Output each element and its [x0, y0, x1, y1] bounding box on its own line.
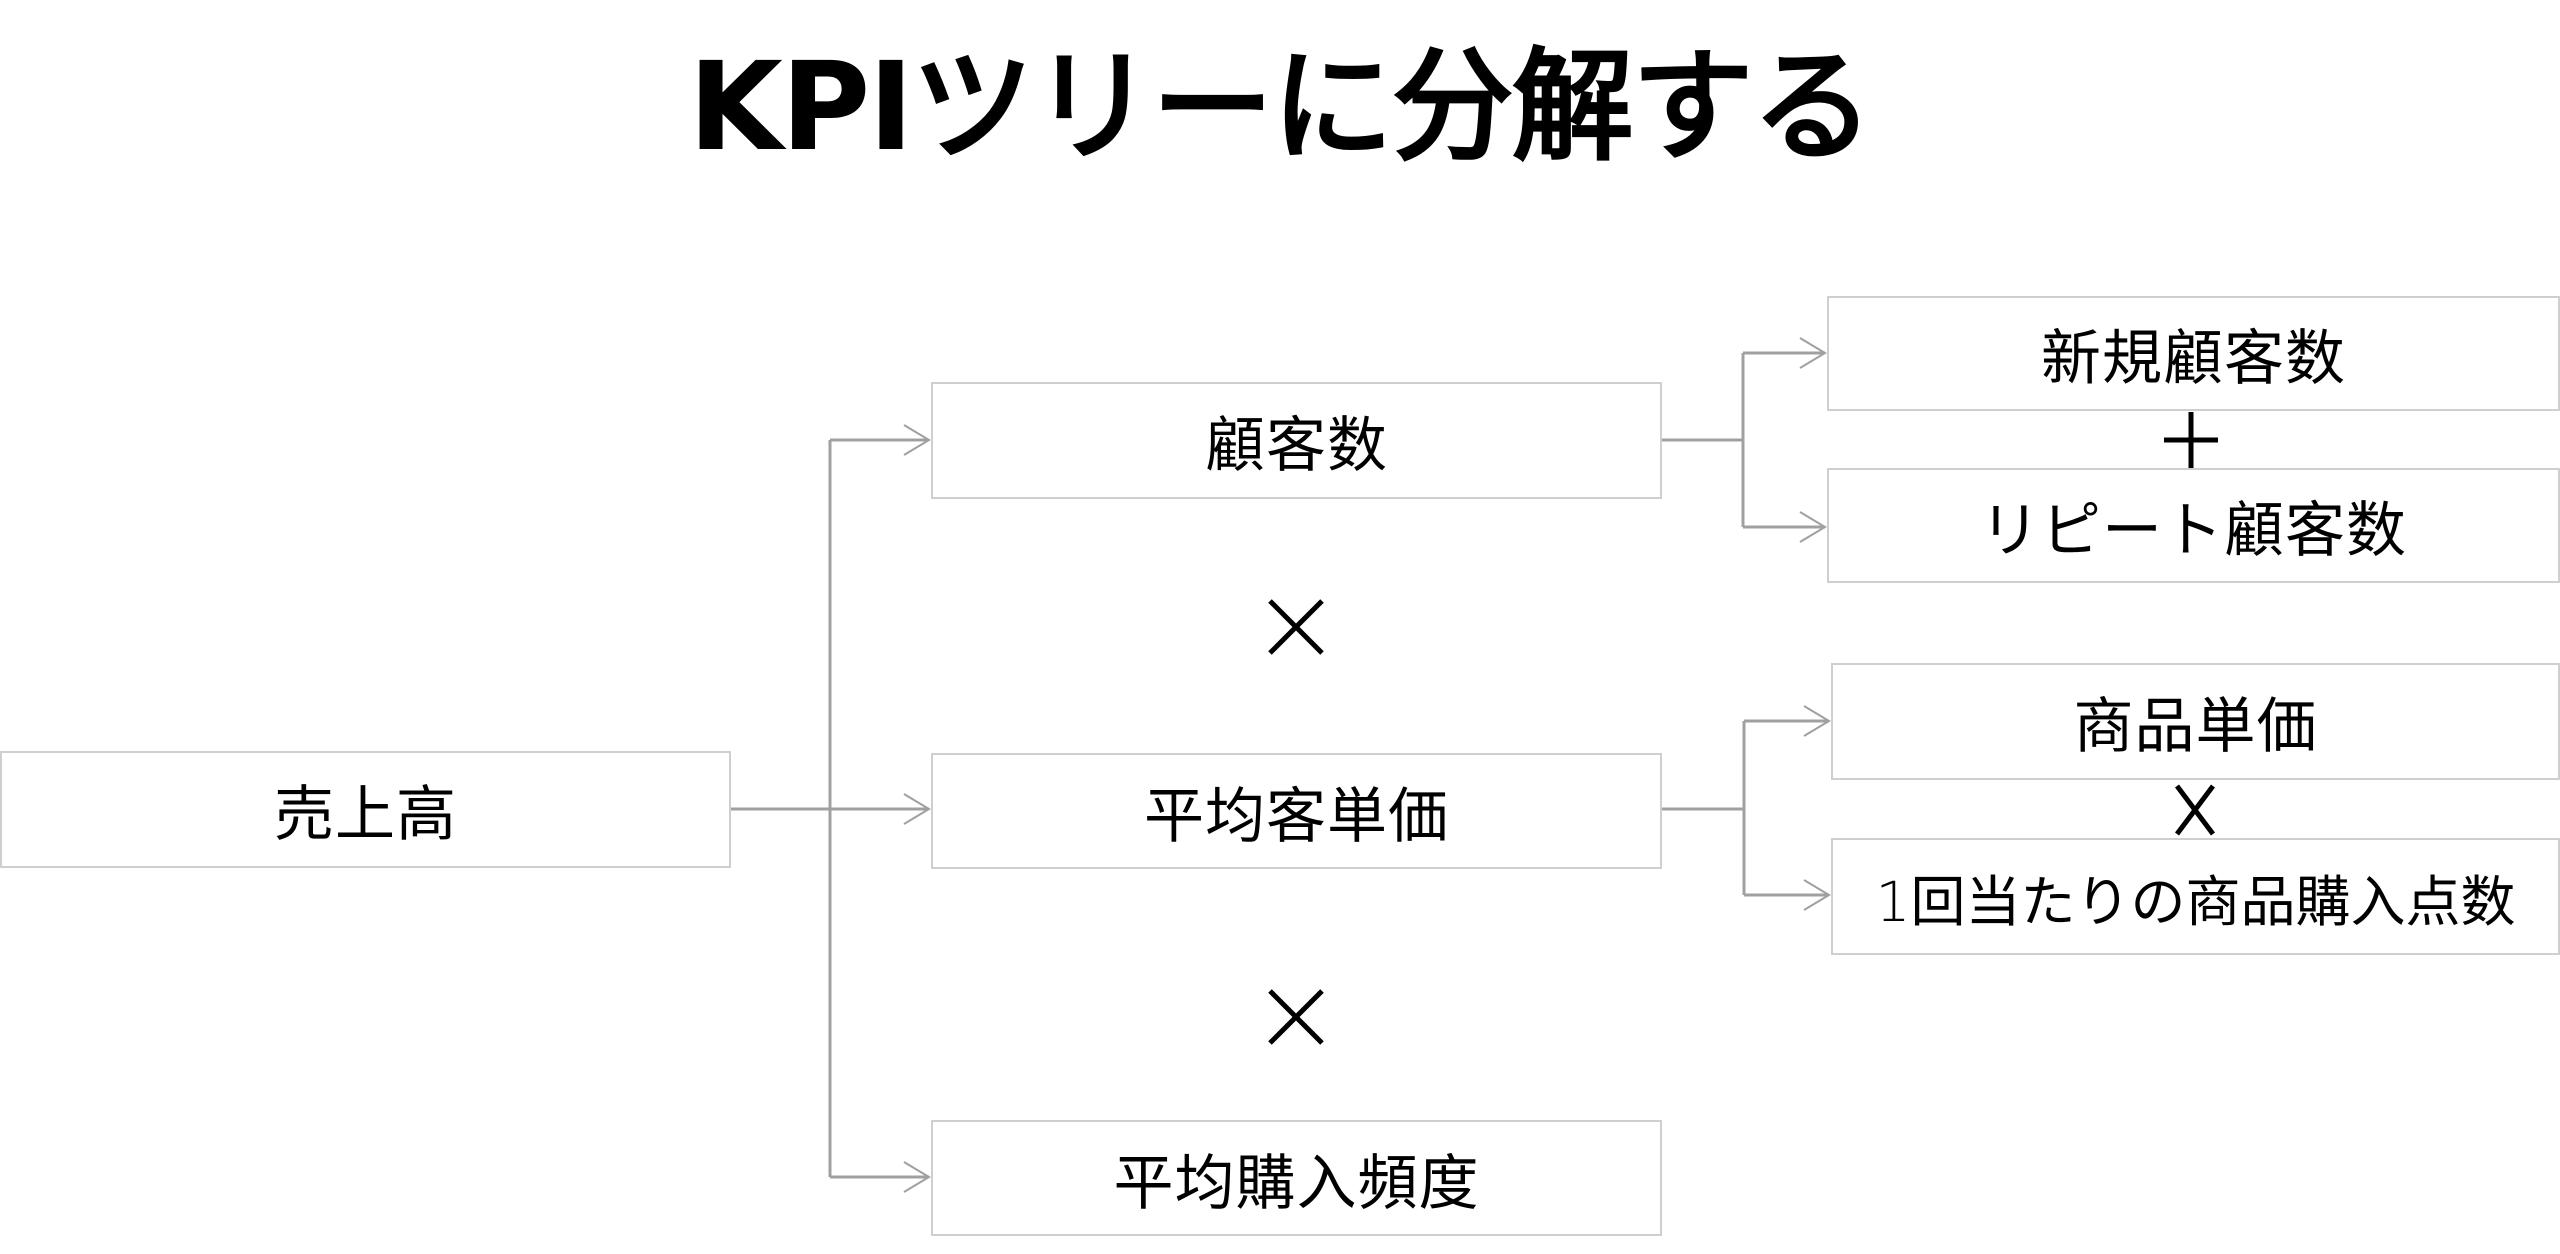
node-average-spend: 平均客単価 [931, 753, 1662, 869]
node-label: 商品単価 [2073, 692, 2318, 762]
node-new-customers: 新規顧客数 [1827, 296, 2560, 411]
arrowhead-icon [1799, 337, 1827, 369]
node-label: 平均客単価 [1144, 781, 1449, 852]
node-unit-price: 商品単価 [1831, 663, 2560, 780]
node-label: 売上高 [274, 780, 457, 850]
node-sales: 売上高 [0, 751, 731, 868]
plus-icon [2164, 412, 2218, 468]
node-purchase-frequency: 平均購入頻度 [931, 1120, 1662, 1236]
node-label: 顧客数 [1205, 411, 1388, 481]
node-repeat-customers: リピート顧客数 [1827, 468, 2560, 583]
arrowhead-icon [903, 424, 931, 456]
node-label: リピート顧客数 [1980, 496, 2407, 566]
arrowhead-icon [903, 1161, 931, 1193]
page-title: KPIツリーに分解する [688, 36, 1873, 178]
node-items-per-purchase: 1回当たりの商品購入点数 [1831, 838, 2560, 955]
arrowhead-icon [1803, 879, 1831, 911]
node-label: 新規顧客数 [2041, 324, 2346, 394]
multiply-icon [2175, 784, 2215, 836]
multiply-icon [1268, 599, 1324, 655]
node-label: 平均購入頻度 [1113, 1148, 1480, 1219]
arrowhead-icon [1799, 511, 1827, 543]
node-label: 1回当たりの商品購入点数 [1875, 869, 2516, 934]
arrowhead-icon [903, 793, 931, 825]
multiply-icon [1268, 989, 1324, 1045]
arrowhead-icon [1803, 705, 1831, 737]
node-customers: 顧客数 [931, 382, 1662, 499]
